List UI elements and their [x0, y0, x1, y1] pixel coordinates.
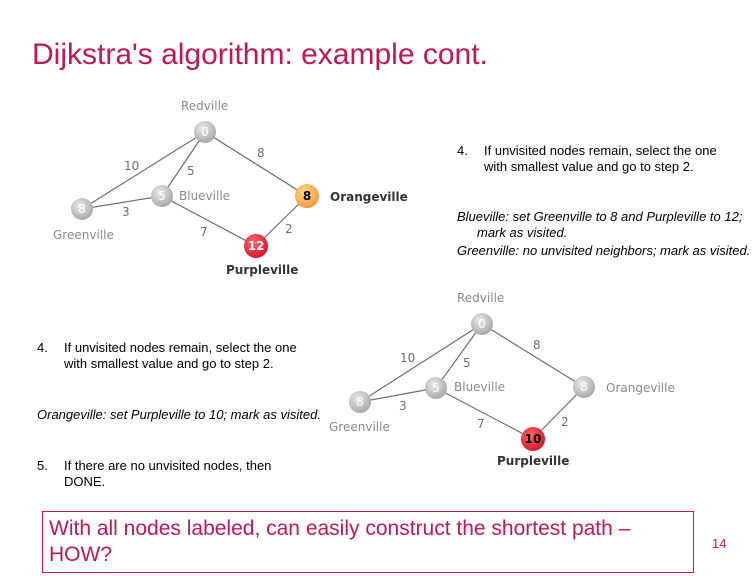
- node-blueville-value: 5: [158, 189, 166, 203]
- edge2-orange-purple: [532, 386, 585, 440]
- node-redville-name: Redville: [181, 99, 228, 113]
- page-number: 14: [712, 536, 727, 551]
- node2-greenville: [349, 391, 371, 413]
- weight-blue-green: 3: [122, 205, 130, 219]
- weight-red-blue: 5: [187, 164, 195, 178]
- node2-orangeville-name: Orangeville: [606, 381, 675, 395]
- node2-purpleville-name: Purpleville: [497, 454, 569, 468]
- step4-left-text: If unvisited nodes remain, select the on…: [64, 340, 297, 371]
- node2-purpleville-value: 10: [525, 432, 542, 446]
- edge-blue-green: [81, 195, 163, 210]
- node2-redville: [471, 313, 493, 335]
- node2-greenville-name: Greenville: [329, 420, 390, 434]
- edge2-red-green: [359, 323, 483, 403]
- weight-red-green: 10: [124, 159, 139, 173]
- step4-left-number: 4.: [37, 340, 48, 355]
- edge-red-green: [81, 131, 206, 210]
- node2-blueville-value: 5: [432, 381, 440, 395]
- note-top-blueville: Blueville: set Greenville to 8 and Purpl…: [457, 209, 743, 240]
- edge2-blue-purple: [435, 387, 534, 440]
- weight2-blue-purple: 7: [477, 417, 485, 431]
- step4-left: 4. If unvisited nodes remain, select the…: [37, 340, 312, 372]
- node2-redville-name: Redville: [457, 291, 504, 305]
- node2-orangeville-value: 8: [580, 380, 588, 394]
- node-redville-value: 0: [201, 125, 209, 139]
- node-greenville-value: 8: [78, 202, 86, 216]
- graph-bottom: 10 5 8 3 7 2 0 5 8 8 10 Redville Bluevil…: [320, 283, 700, 473]
- node2-orangeville: [573, 376, 595, 398]
- edge2-blue-green: [359, 387, 437, 403]
- node-purpleville: [244, 234, 268, 258]
- node-orangeville: [295, 184, 319, 208]
- step4-top-text: If unvisited nodes remain, select the on…: [484, 143, 717, 174]
- node-redville: [194, 121, 216, 143]
- node2-blueville-name: Blueville: [454, 380, 505, 394]
- node-blueville: [151, 185, 173, 207]
- step4-top-number: 4.: [457, 143, 468, 158]
- step5-text: If there are no unvisited nodes, then DO…: [64, 458, 272, 489]
- weight-red-orange: 8: [257, 146, 265, 160]
- node-purpleville-value: 12: [248, 239, 265, 253]
- graph-top-svg: 10 5 8 3 7 2 0 5 8 8 12 Redville Bluevil…: [53, 99, 408, 277]
- slide-title: Dijkstra's algorithm: example cont.: [32, 38, 488, 71]
- graph-top: 10 5 8 3 7 2 0 5 8 8 12 Redville Bluevil…: [0, 90, 440, 285]
- node-orangeville-name: Orangeville: [330, 190, 408, 204]
- weight2-red-orange: 8: [533, 338, 541, 352]
- note-top-greenville: Greenville: no unvisited neighbors; mark…: [457, 243, 751, 258]
- node-blueville-name: Blueville: [179, 189, 230, 203]
- edge2-red-blue: [435, 323, 483, 389]
- weight2-orange-purple: 2: [561, 415, 569, 429]
- edge-red-orange: [204, 131, 308, 197]
- weight2-red-blue: 5: [463, 356, 471, 370]
- weight-blue-purple: 7: [200, 225, 208, 239]
- edge-red-blue: [161, 131, 206, 197]
- node-greenville: [71, 198, 93, 220]
- node2-blueville: [425, 377, 447, 399]
- node2-greenville-value: 8: [356, 395, 364, 409]
- weight2-red-green: 10: [400, 351, 415, 365]
- edge2-red-orange: [481, 323, 585, 388]
- node2-purpleville: [521, 427, 545, 451]
- node-orangeville-value: 8: [303, 189, 311, 203]
- edge-blue-purple: [161, 195, 257, 247]
- question-box: With all nodes labeled, can easily const…: [42, 511, 694, 573]
- weight2-blue-green: 3: [399, 399, 407, 413]
- weight-orange-purple: 2: [285, 222, 293, 236]
- graph-bottom-svg: 10 5 8 3 7 2 0 5 8 8 10 Redville Bluevil…: [329, 291, 675, 468]
- step5: 5. If there are no unvisited nodes, then…: [37, 458, 312, 490]
- node2-redville-value: 0: [478, 317, 486, 331]
- note-left-orangeville: Orangeville: set Purpleville to 10; mark…: [37, 407, 321, 422]
- step4-top: 4. If unvisited nodes remain, select the…: [457, 143, 732, 175]
- node-purpleville-name: Purpleville: [226, 263, 298, 277]
- node-greenville-name: Greenville: [53, 228, 114, 242]
- step5-number: 5.: [37, 458, 48, 473]
